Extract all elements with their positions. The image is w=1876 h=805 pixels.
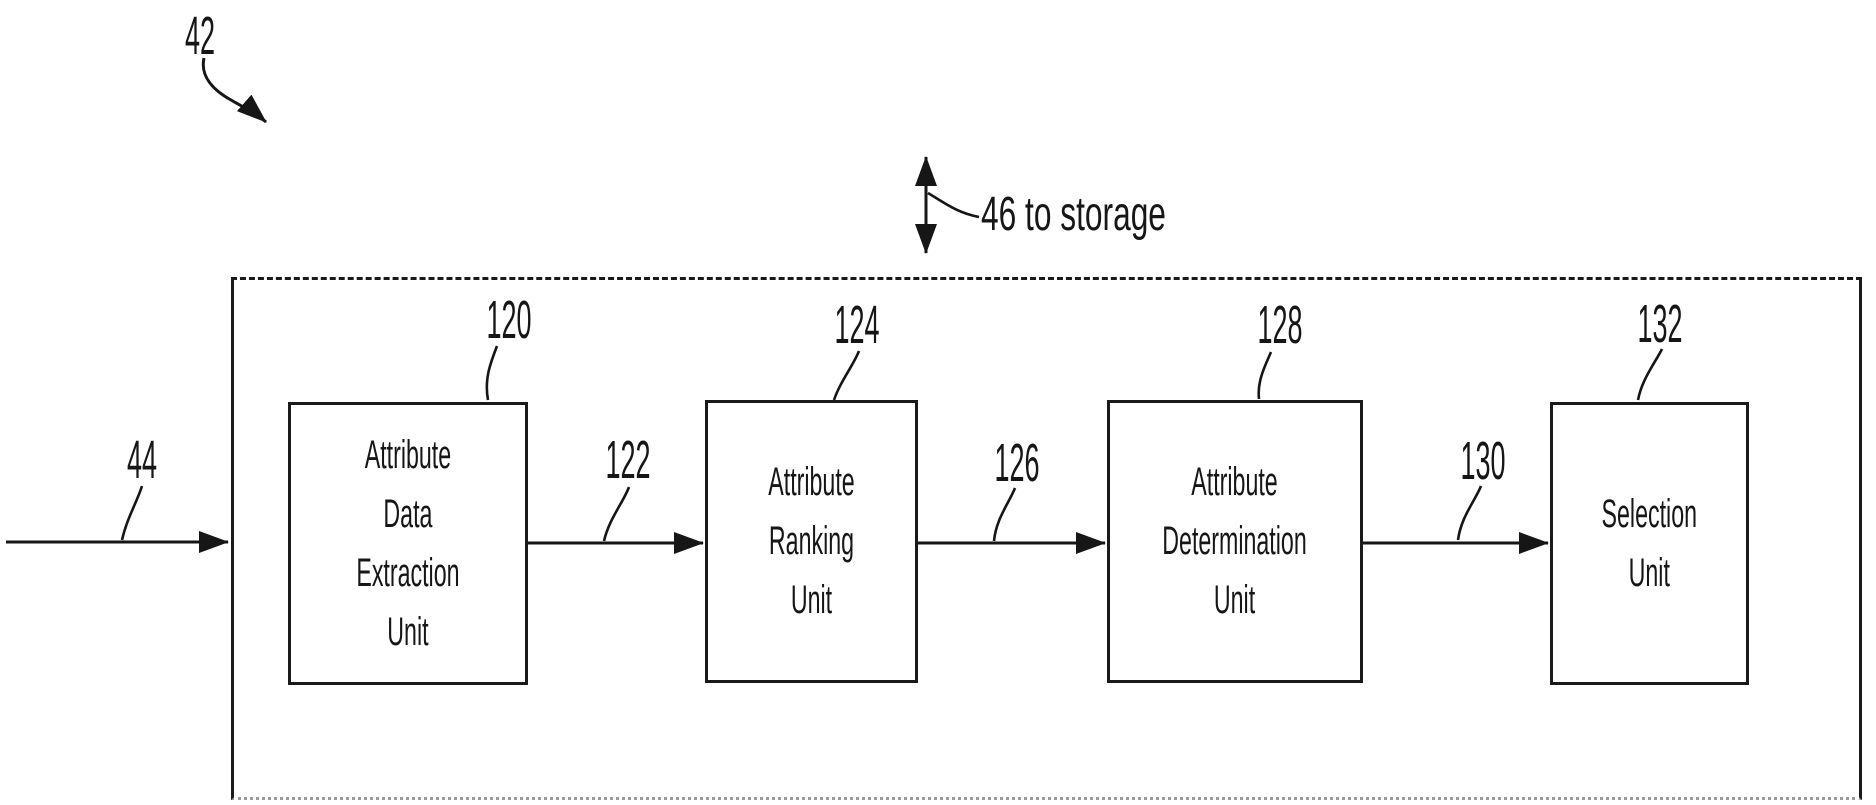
attribute-determination-unit-label: Attribute Determination Unit	[1163, 453, 1307, 630]
ref-numeral-44: 44	[126, 430, 158, 490]
box-line: Unit	[1214, 578, 1256, 622]
selection-unit-box: Selection Unit	[1550, 402, 1749, 685]
box-line: Attribute	[768, 460, 855, 504]
ref-numeral-124: 124	[834, 295, 880, 355]
module-42-boundary	[231, 277, 1862, 800]
selection-unit-label: Selection Unit	[1602, 485, 1697, 603]
ref-numeral-130: 130	[1460, 431, 1506, 491]
box-line: Data	[383, 491, 433, 536]
box-line: Unit	[1628, 550, 1671, 595]
box-line: Determination	[1162, 519, 1308, 563]
ref-42-pointer-arrow	[201, 57, 267, 124]
attribute-determination-unit-box: Attribute Determination Unit	[1107, 400, 1363, 683]
storage-note-label: 46 to storage	[981, 188, 1166, 241]
box-line: Selection	[1601, 491, 1698, 536]
box-line: Ranking	[768, 519, 855, 563]
ref-numeral-128: 128	[1257, 295, 1303, 355]
attribute-ranking-unit-box: Attribute Ranking Unit	[705, 400, 918, 683]
attribute-data-extraction-unit-box: Attribute Data Extraction Unit	[288, 402, 528, 685]
ref-numeral-122: 122	[605, 430, 651, 490]
box-line: Attribute	[1191, 460, 1279, 504]
ref-numeral-126: 126	[994, 433, 1040, 493]
leader-46	[927, 191, 980, 219]
box-line: Unit	[387, 609, 429, 654]
ref-numeral-132: 132	[1637, 294, 1683, 354]
box-line: Attribute	[364, 432, 452, 477]
attribute-data-extraction-unit-label: Attribute Data Extraction Unit	[356, 426, 459, 662]
ref-numeral-42: 42	[184, 6, 216, 66]
attribute-ranking-unit-label: Attribute Ranking Unit	[768, 453, 854, 630]
box-line: Unit	[790, 578, 833, 622]
leader-44	[120, 485, 144, 541]
ref-numeral-120: 120	[486, 290, 532, 350]
box-line: Extraction	[356, 550, 460, 595]
